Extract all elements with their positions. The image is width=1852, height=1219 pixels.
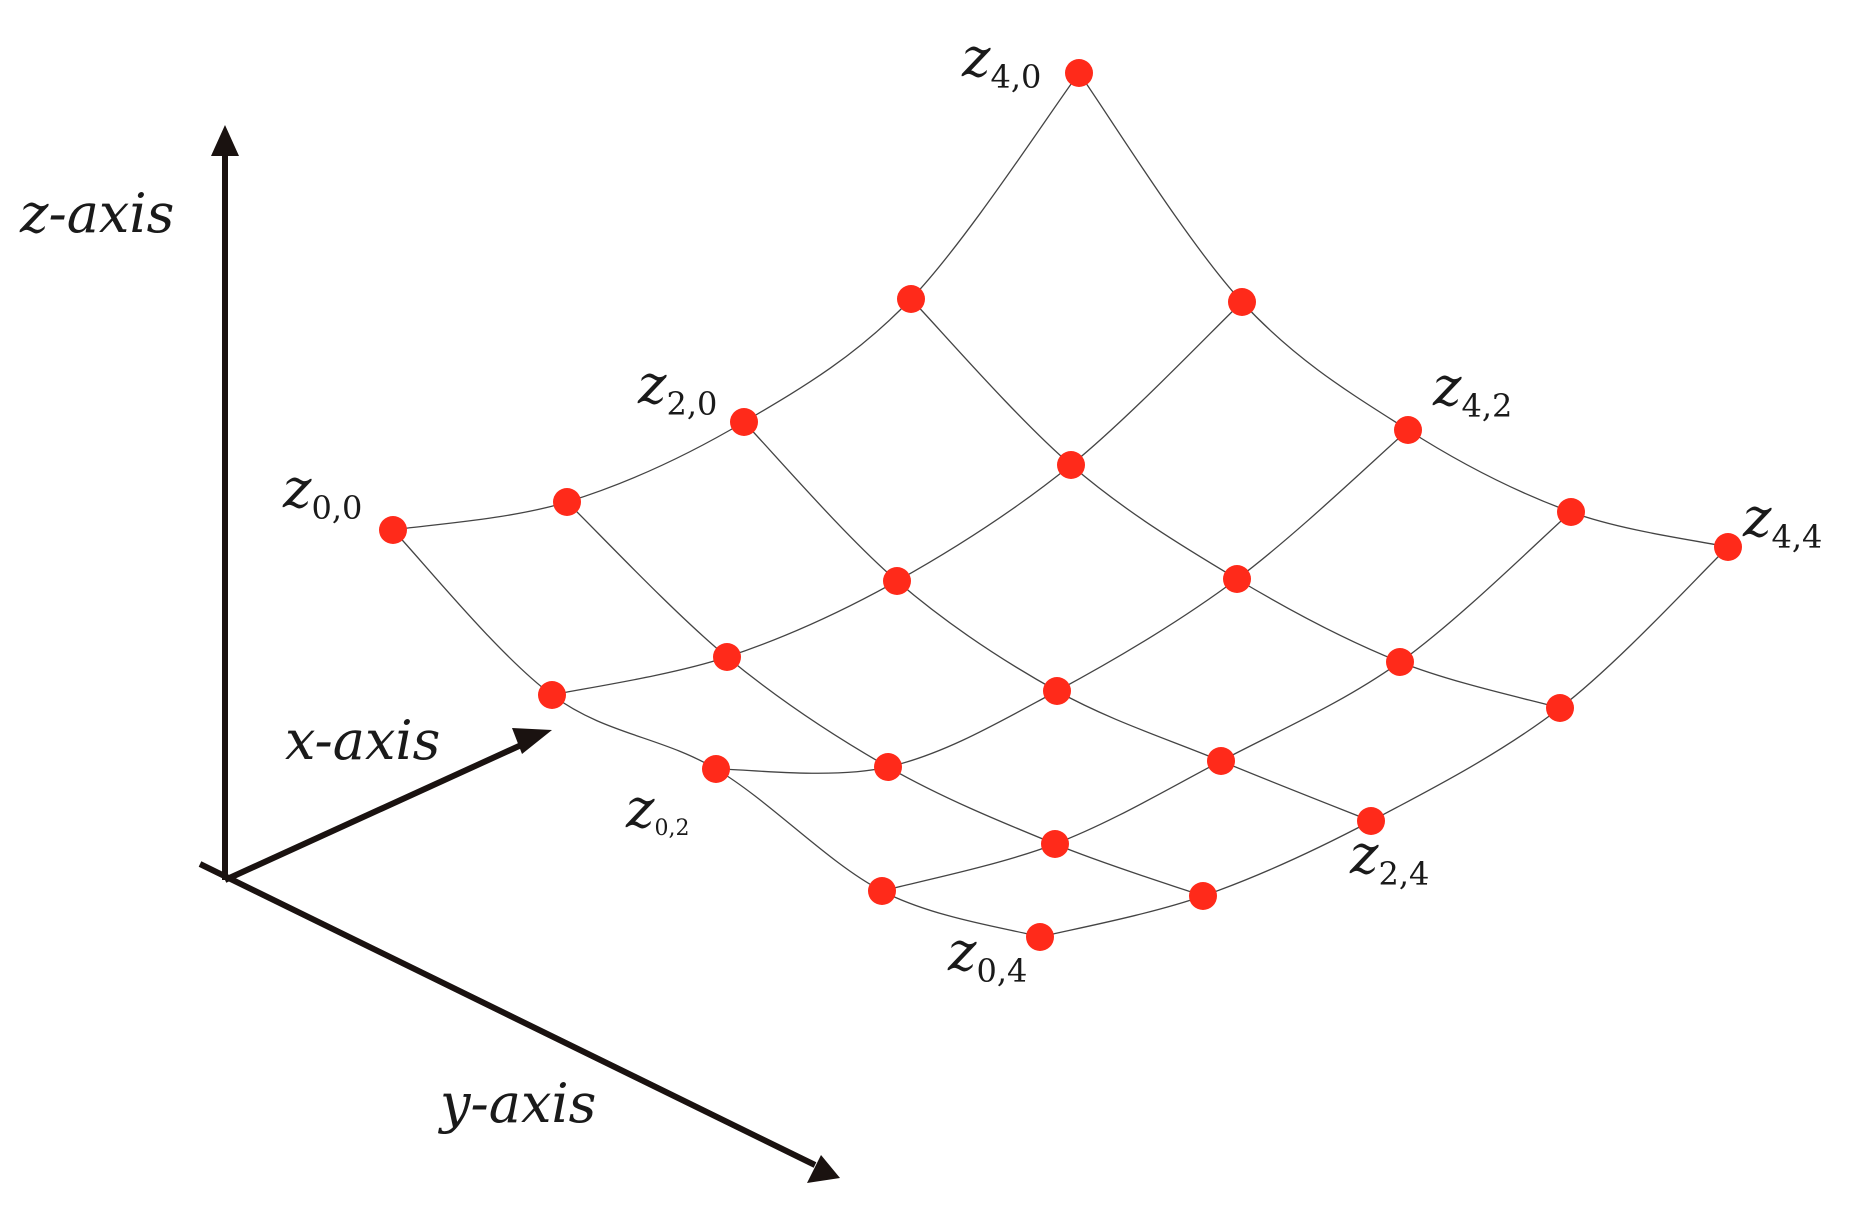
y-axis-label: y-axis (438, 1072, 596, 1135)
grid-node-3-0 (868, 877, 896, 905)
node-labels: z0,0 z2,0 z4,0 z4,2 z4,4 z2,4 z0,4 z0,2 (282, 26, 1822, 990)
grid-node-4-0 (1026, 923, 1054, 951)
x-axis-label: x-axis (285, 709, 440, 772)
grid-node-1-2 (883, 567, 911, 595)
grid-node-0-0 (379, 516, 407, 544)
x-axis-line (223, 738, 532, 883)
grid-node-3-2 (1207, 747, 1235, 775)
z-axis-label: z-axis (19, 182, 174, 245)
grid-node-3-1 (1041, 830, 1069, 858)
grid-node-1-3 (1057, 451, 1085, 479)
z-axis-arrowhead (211, 125, 239, 156)
mesh-line-row-2 (715, 429, 1409, 774)
grid-node-0-4 (1065, 59, 1093, 87)
grid-node-2-4 (1394, 416, 1422, 444)
mesh-line-row-3 (881, 511, 1572, 892)
grid-node-4-2 (1357, 807, 1385, 835)
axes: z-axis x-axis y-axis (19, 125, 840, 1183)
node-label-z40: z4,0 (961, 26, 1041, 96)
grid-node-0-2 (730, 408, 758, 436)
grid-node-1-1 (713, 643, 741, 671)
grid-node-2-3 (1223, 565, 1251, 593)
x-axis-arrowhead (512, 728, 552, 754)
grid-node-4-1 (1189, 882, 1217, 910)
grid-node-1-0 (538, 681, 566, 709)
grid-node-4-3 (1546, 694, 1574, 722)
grid-node-3-3 (1386, 648, 1414, 676)
node-label-z20: z2,0 (637, 353, 717, 423)
y-axis-arrowhead (807, 1155, 840, 1183)
node-label-z42: z4,2 (1432, 355, 1512, 425)
mesh-line-col-2 (743, 421, 1372, 822)
node-label-z04: z0,4 (947, 920, 1027, 990)
node-label-z02: z0,2 (625, 777, 689, 841)
mesh-line-col-4 (1078, 72, 1729, 548)
grid-node-0-3 (897, 285, 925, 313)
grid-node-1-4 (1228, 288, 1256, 316)
node-label-z24: z2,4 (1349, 823, 1429, 893)
mesh-line-col-3 (910, 298, 1561, 709)
node-label-z44: z4,4 (1742, 486, 1822, 556)
grid-node-3-4 (1557, 498, 1585, 526)
grid-node-2-1 (874, 753, 902, 781)
grid-node-0-1 (553, 488, 581, 516)
mesh-line-row-0 (392, 72, 1080, 531)
y-axis-line (198, 861, 817, 1168)
grid-node-2-0 (702, 755, 730, 783)
grid-node-4-4 (1714, 533, 1742, 561)
grid-nodes (379, 59, 1742, 951)
node-label-z00: z0,0 (282, 457, 362, 527)
grid-node-2-2 (1043, 677, 1071, 705)
mesh-lines (392, 72, 1729, 938)
